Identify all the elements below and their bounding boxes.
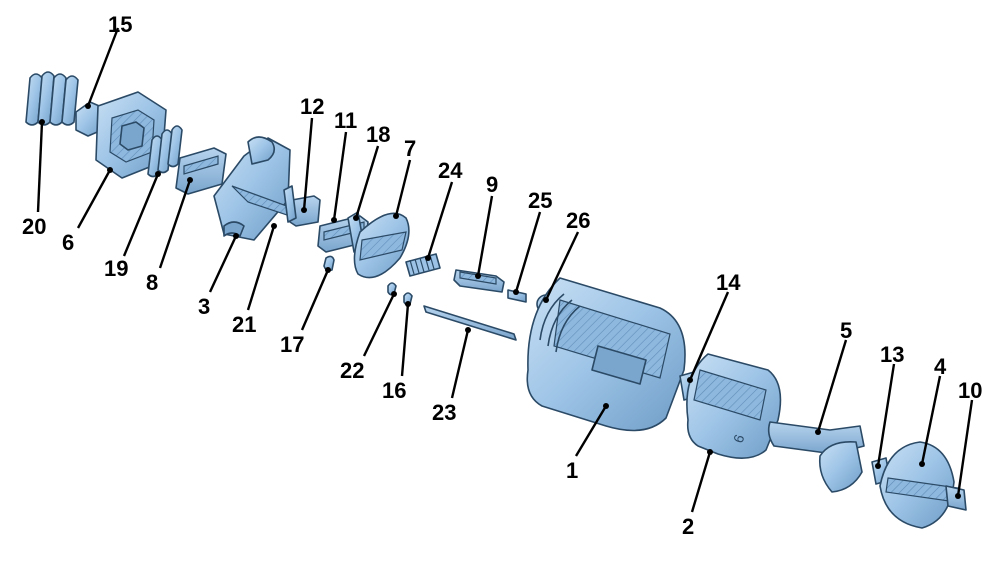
leader-lines: [36, 27, 974, 513]
part-23-rod: [423, 305, 517, 341]
callout-8: 8: [146, 270, 158, 295]
callout-24: 24: [438, 158, 463, 183]
callout-14: 14: [716, 270, 741, 295]
callout-9: 9: [486, 172, 498, 197]
part-17-pin: [323, 255, 335, 272]
callout-17: 17: [280, 332, 304, 357]
part-5-shaft: [767, 421, 865, 493]
callout-11: 11: [334, 108, 357, 133]
part-1-cylinder: [526, 277, 686, 432]
part-9-plunger: [453, 269, 505, 293]
callout-6: 6: [62, 230, 74, 255]
part-24-spring: [405, 253, 441, 277]
part-2-cup: [686, 353, 782, 459]
callout-7: 7: [404, 136, 416, 161]
callout-labels: 15 20 6 19 8 3 21 12 11 18 7 17 22 16 24…: [22, 12, 982, 539]
callout-4: 4: [934, 354, 947, 379]
callout-18: 18: [366, 122, 390, 147]
callout-2: 2: [682, 514, 694, 539]
part-7-disc: [353, 212, 410, 279]
callout-21: 21: [232, 312, 256, 337]
callout-20: 20: [22, 214, 46, 239]
part-25-gear: [507, 289, 527, 303]
callout-16: 16: [382, 378, 406, 403]
callout-1: 1: [566, 458, 578, 483]
callout-5: 5: [840, 318, 852, 343]
callout-25: 25: [528, 188, 552, 213]
callout-26: 26: [566, 208, 590, 233]
part-12-shaft: [283, 185, 321, 227]
part-8-sleeve: [175, 147, 227, 195]
part-20-clips: [25, 71, 79, 126]
callout-23: 23: [432, 400, 456, 425]
part-4-endcap: [879, 441, 959, 529]
part-6-housing: [95, 91, 167, 179]
callout-12: 12: [300, 94, 324, 119]
callout-13: 13: [880, 342, 904, 367]
callout-22: 22: [340, 358, 364, 383]
callout-10: 10: [958, 378, 982, 403]
callout-15: 15: [108, 12, 132, 37]
callout-3: 3: [198, 294, 210, 319]
callout-19: 19: [104, 256, 128, 281]
